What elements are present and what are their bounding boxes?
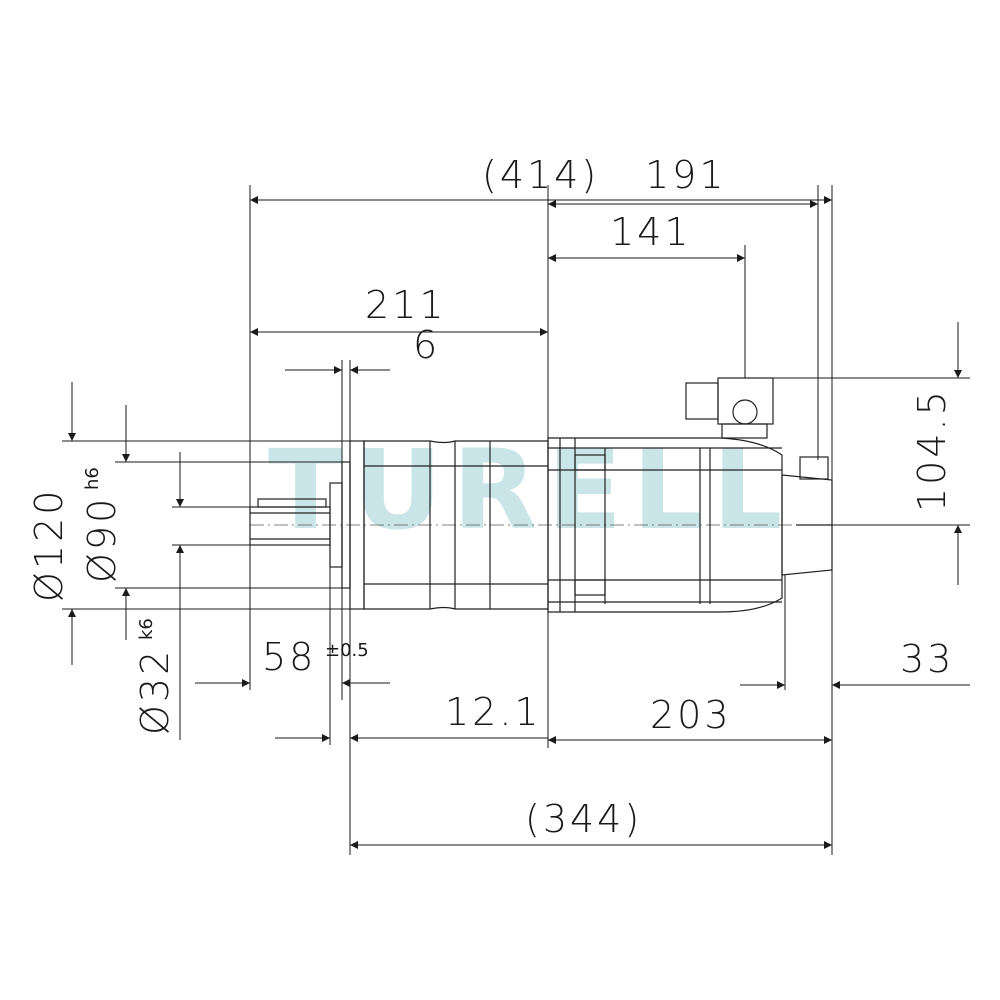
dim-collar-width: 12.1	[445, 690, 542, 734]
dim-shaft-length-tolerance: ±0.5	[325, 640, 369, 661]
dim-shaft-tolerance: k6	[136, 618, 157, 640]
dim-overall-length: (414)	[482, 153, 599, 197]
dim-connector-height: 104.5	[910, 388, 954, 512]
watermark-text: TURELL	[268, 426, 792, 554]
dim-shaft-collar: 6	[413, 323, 440, 367]
dimension-lines	[62, 185, 970, 855]
dim-flange-to-end: 191	[645, 153, 727, 197]
dim-shaft-length: 58	[262, 635, 316, 679]
dim-bore-diameter: Ø120	[27, 488, 71, 602]
dim-shaft-diameter: Ø32	[133, 648, 177, 735]
dim-pilot-diameter: Ø90	[80, 496, 124, 583]
dim-rear-body: 203	[650, 693, 732, 737]
dim-front-length: 211	[365, 283, 447, 327]
dim-body-length: (344)	[525, 797, 642, 841]
dimension-labels: (414) 191 141 211 6 104.5 Ø120 Ø90 h6 Ø3…	[27, 153, 954, 841]
dim-pilot-tolerance: h6	[82, 467, 103, 490]
dim-flange-to-connector: 141	[610, 210, 692, 254]
motor-housing	[547, 437, 783, 613]
dim-rear-offset: 33	[900, 637, 954, 681]
